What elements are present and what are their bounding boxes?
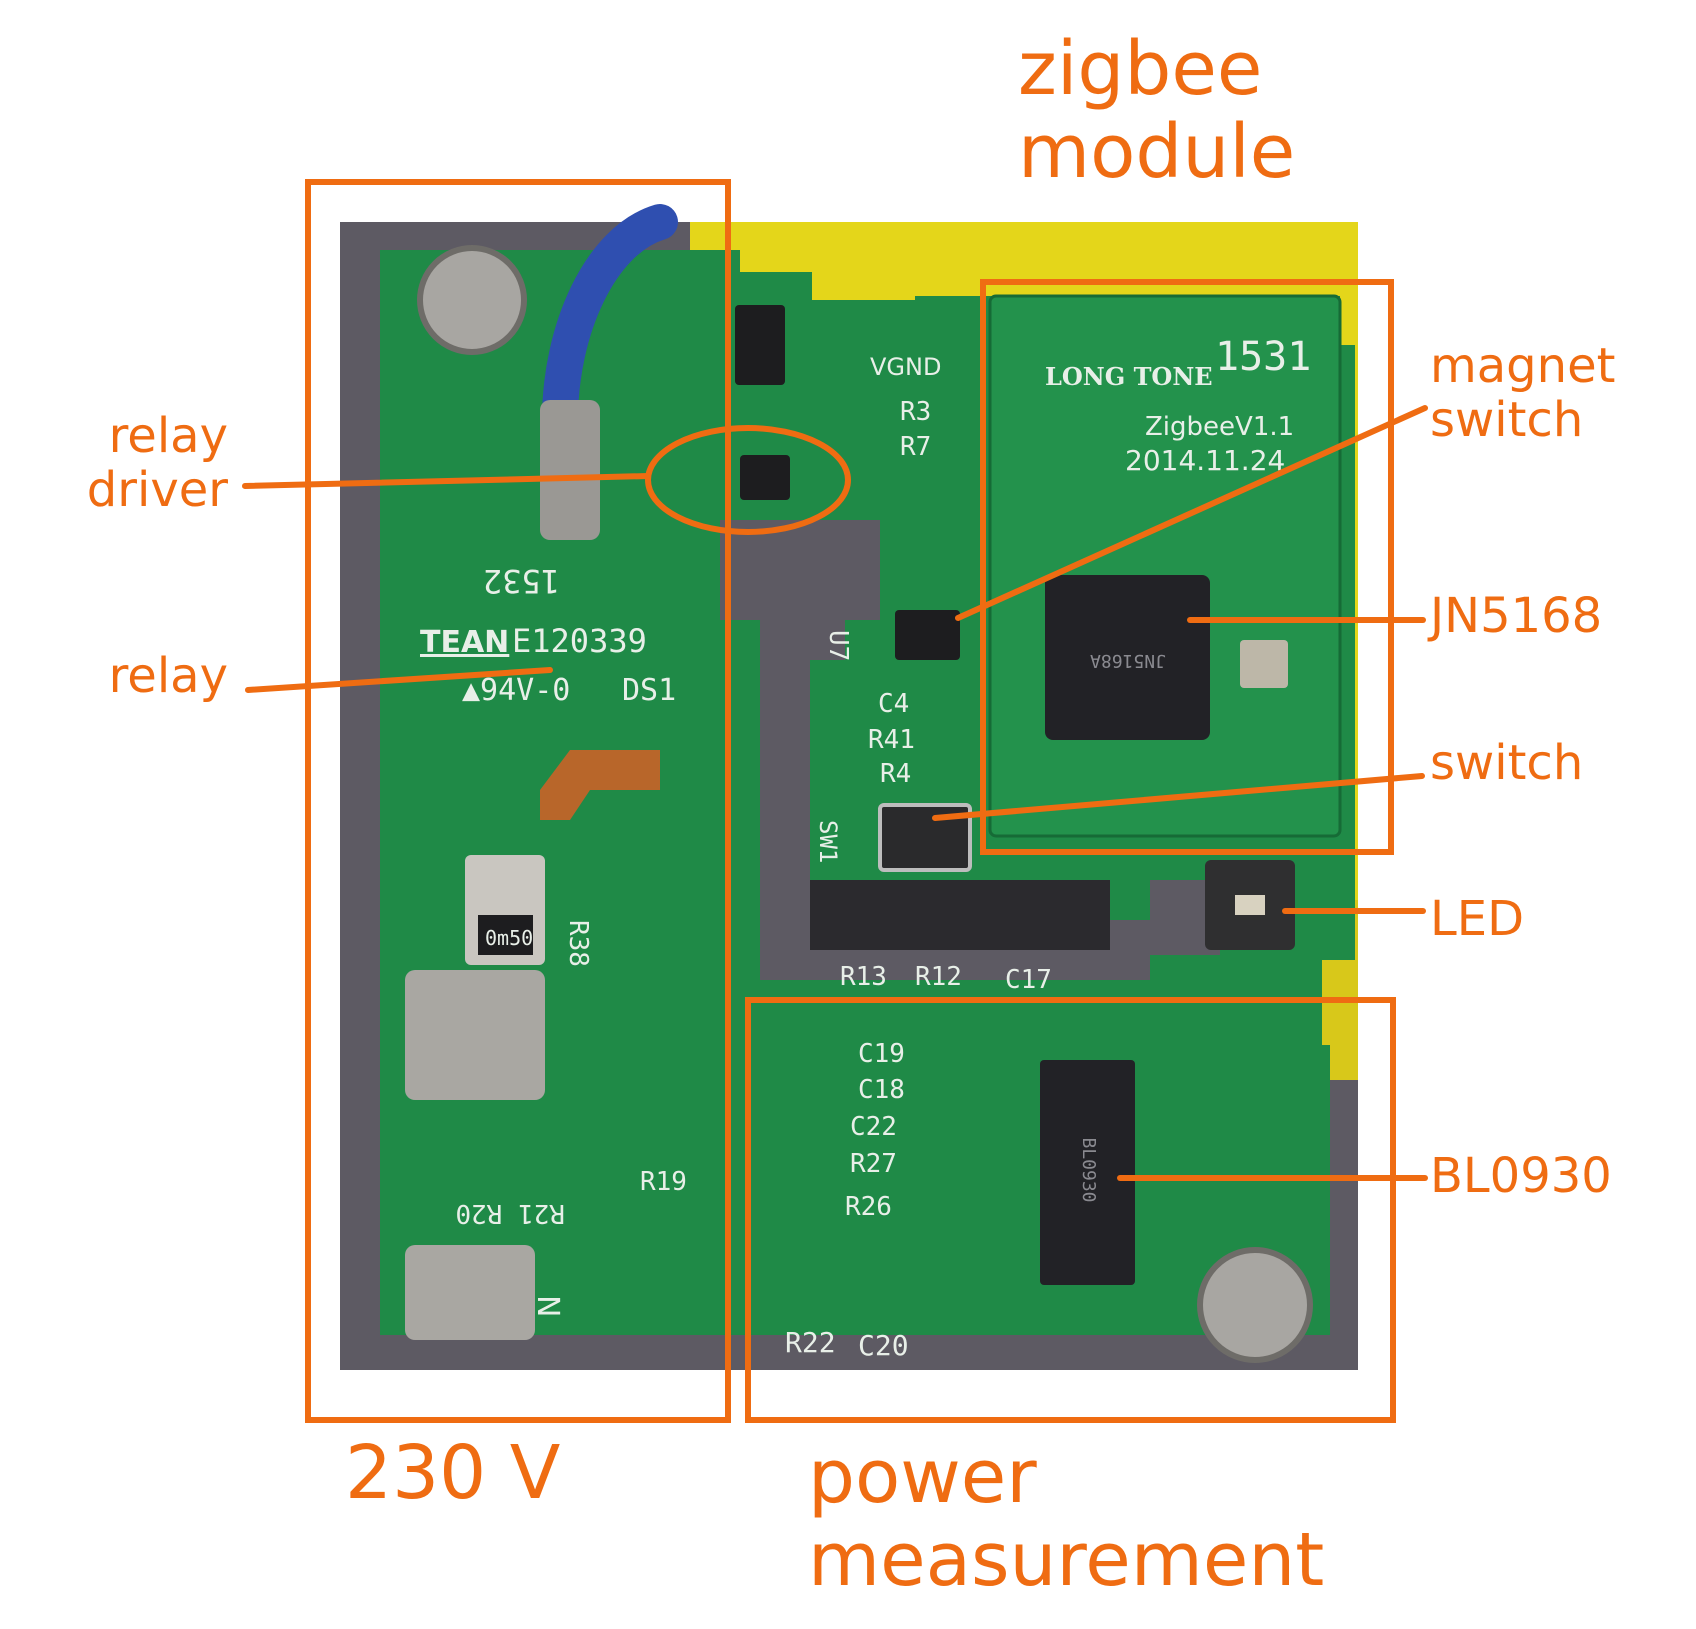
module-date: 2014.11.24	[1125, 444, 1285, 477]
box-230v	[305, 179, 731, 1423]
label-230v: 230 V	[345, 1430, 561, 1516]
circle-relay-driver	[645, 425, 851, 535]
solder-pad-n	[405, 1245, 535, 1340]
transistor-q1	[740, 455, 790, 500]
pcb-c4: C4	[878, 689, 909, 719]
box-zigbee-module	[980, 279, 1394, 855]
pcb-r21r20: R21 R20	[455, 1198, 565, 1228]
pcb-r4: R4	[880, 759, 911, 789]
top-screw	[417, 245, 527, 355]
label-power-measurement: power measurement	[808, 1434, 1325, 1603]
relay-terminal	[540, 400, 600, 540]
pcb-r19: R19	[640, 1167, 687, 1197]
shunt-marking: 0m50	[485, 926, 533, 950]
pcb-ds1: DS1	[622, 673, 676, 708]
label-bl0930: BL0930	[1430, 1148, 1612, 1204]
pcb-c17: C17	[1005, 965, 1052, 995]
pcb-cutout	[720, 520, 1220, 980]
module-mark: 1531	[1215, 334, 1311, 380]
module-brand: LONG TONE	[1045, 362, 1213, 391]
leader-relay-driver	[242, 473, 651, 489]
label-led: LED	[1430, 891, 1525, 947]
pcb-cert: E120339	[512, 622, 647, 660]
pcb-r38: R38	[563, 920, 593, 967]
pcb-c22: C22	[850, 1112, 897, 1142]
pcb-c19: C19	[858, 1039, 905, 1069]
blue-wire	[542, 204, 678, 438]
pcb-rating: ▲94V-0	[462, 673, 570, 708]
pcb-r41: R41	[868, 725, 915, 755]
led-chip	[1235, 895, 1265, 915]
pcb-c18: C18	[858, 1075, 905, 1105]
label-switch: switch	[1430, 735, 1584, 791]
pcb-tean: TEAN	[420, 625, 509, 660]
label-relay-driver: relay driver	[86, 408, 228, 518]
pcb-r13: R13	[840, 962, 887, 992]
label-relay: relay	[108, 648, 228, 704]
solder-pad-large	[405, 970, 545, 1100]
label-jn5168: JN5168	[1430, 588, 1603, 644]
copper-pad	[540, 750, 660, 820]
pcb-n: N	[530, 1295, 565, 1317]
jn5168-chip-marking: JN5168A	[1090, 650, 1166, 671]
leader-magnet-switch	[955, 405, 1428, 621]
pcb-r22: R22	[785, 1326, 836, 1359]
shunt-resistor-body	[478, 915, 533, 955]
annotation-boxes	[305, 179, 1396, 1423]
diode-d2	[735, 305, 785, 385]
pcb-date: 1532	[483, 562, 560, 600]
tactile-switch-sw1	[878, 803, 972, 872]
bl0930-chip-marking: BL0930	[1078, 1137, 1099, 1202]
leader-switch	[932, 773, 1425, 821]
box-power-measurement	[745, 997, 1396, 1423]
pcb-r7: R7	[900, 432, 931, 462]
pcb-r3: R3	[900, 397, 931, 427]
crystal	[1240, 640, 1288, 688]
bottom-screw	[1197, 1247, 1313, 1363]
module-zigbee-version: ZigbeeV1.1	[1145, 412, 1294, 442]
pcb-sw1: SW1	[814, 820, 842, 863]
leader-relay	[245, 667, 553, 693]
label-zigbee-module: zigbee module	[1018, 26, 1296, 195]
pcb-r26: R26	[845, 1192, 892, 1222]
jn5168-chip-body	[1045, 575, 1210, 740]
pcb-gap-middle	[810, 880, 1110, 950]
pcb-u7: U7	[823, 630, 853, 661]
pcb-r12: R12	[915, 962, 962, 992]
bl0930-chip-body	[1040, 1060, 1135, 1285]
pcb-vgnd: VGND	[870, 353, 941, 381]
pcb-r27: R27	[850, 1149, 897, 1179]
pcb-c20: C20	[858, 1329, 909, 1362]
label-magnet-switch: magnet switch	[1430, 338, 1616, 448]
leader-lines	[242, 405, 1428, 1181]
hall-sensor-u7	[895, 610, 960, 660]
